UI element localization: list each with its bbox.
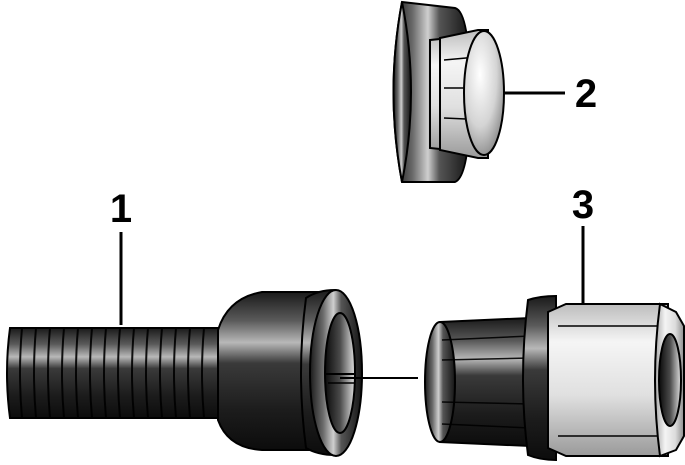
callout-3: 3 — [572, 183, 594, 304]
part-1-bolt — [6, 288, 363, 457]
threaded-shank — [6, 327, 223, 419]
callout-number-2: 2 — [575, 72, 597, 116]
hex-drive — [547, 303, 669, 457]
splined-end-face — [424, 321, 456, 443]
callout-number-3: 3 — [572, 183, 594, 227]
hex-bore — [658, 333, 682, 427]
callout-1: 1 — [110, 187, 132, 325]
callout-number-1: 1 — [110, 187, 132, 231]
callout-2: 2 — [503, 72, 597, 116]
cap-dome — [463, 30, 505, 156]
part-3-key-socket — [424, 294, 685, 462]
part-2-cap — [392, 0, 505, 183]
